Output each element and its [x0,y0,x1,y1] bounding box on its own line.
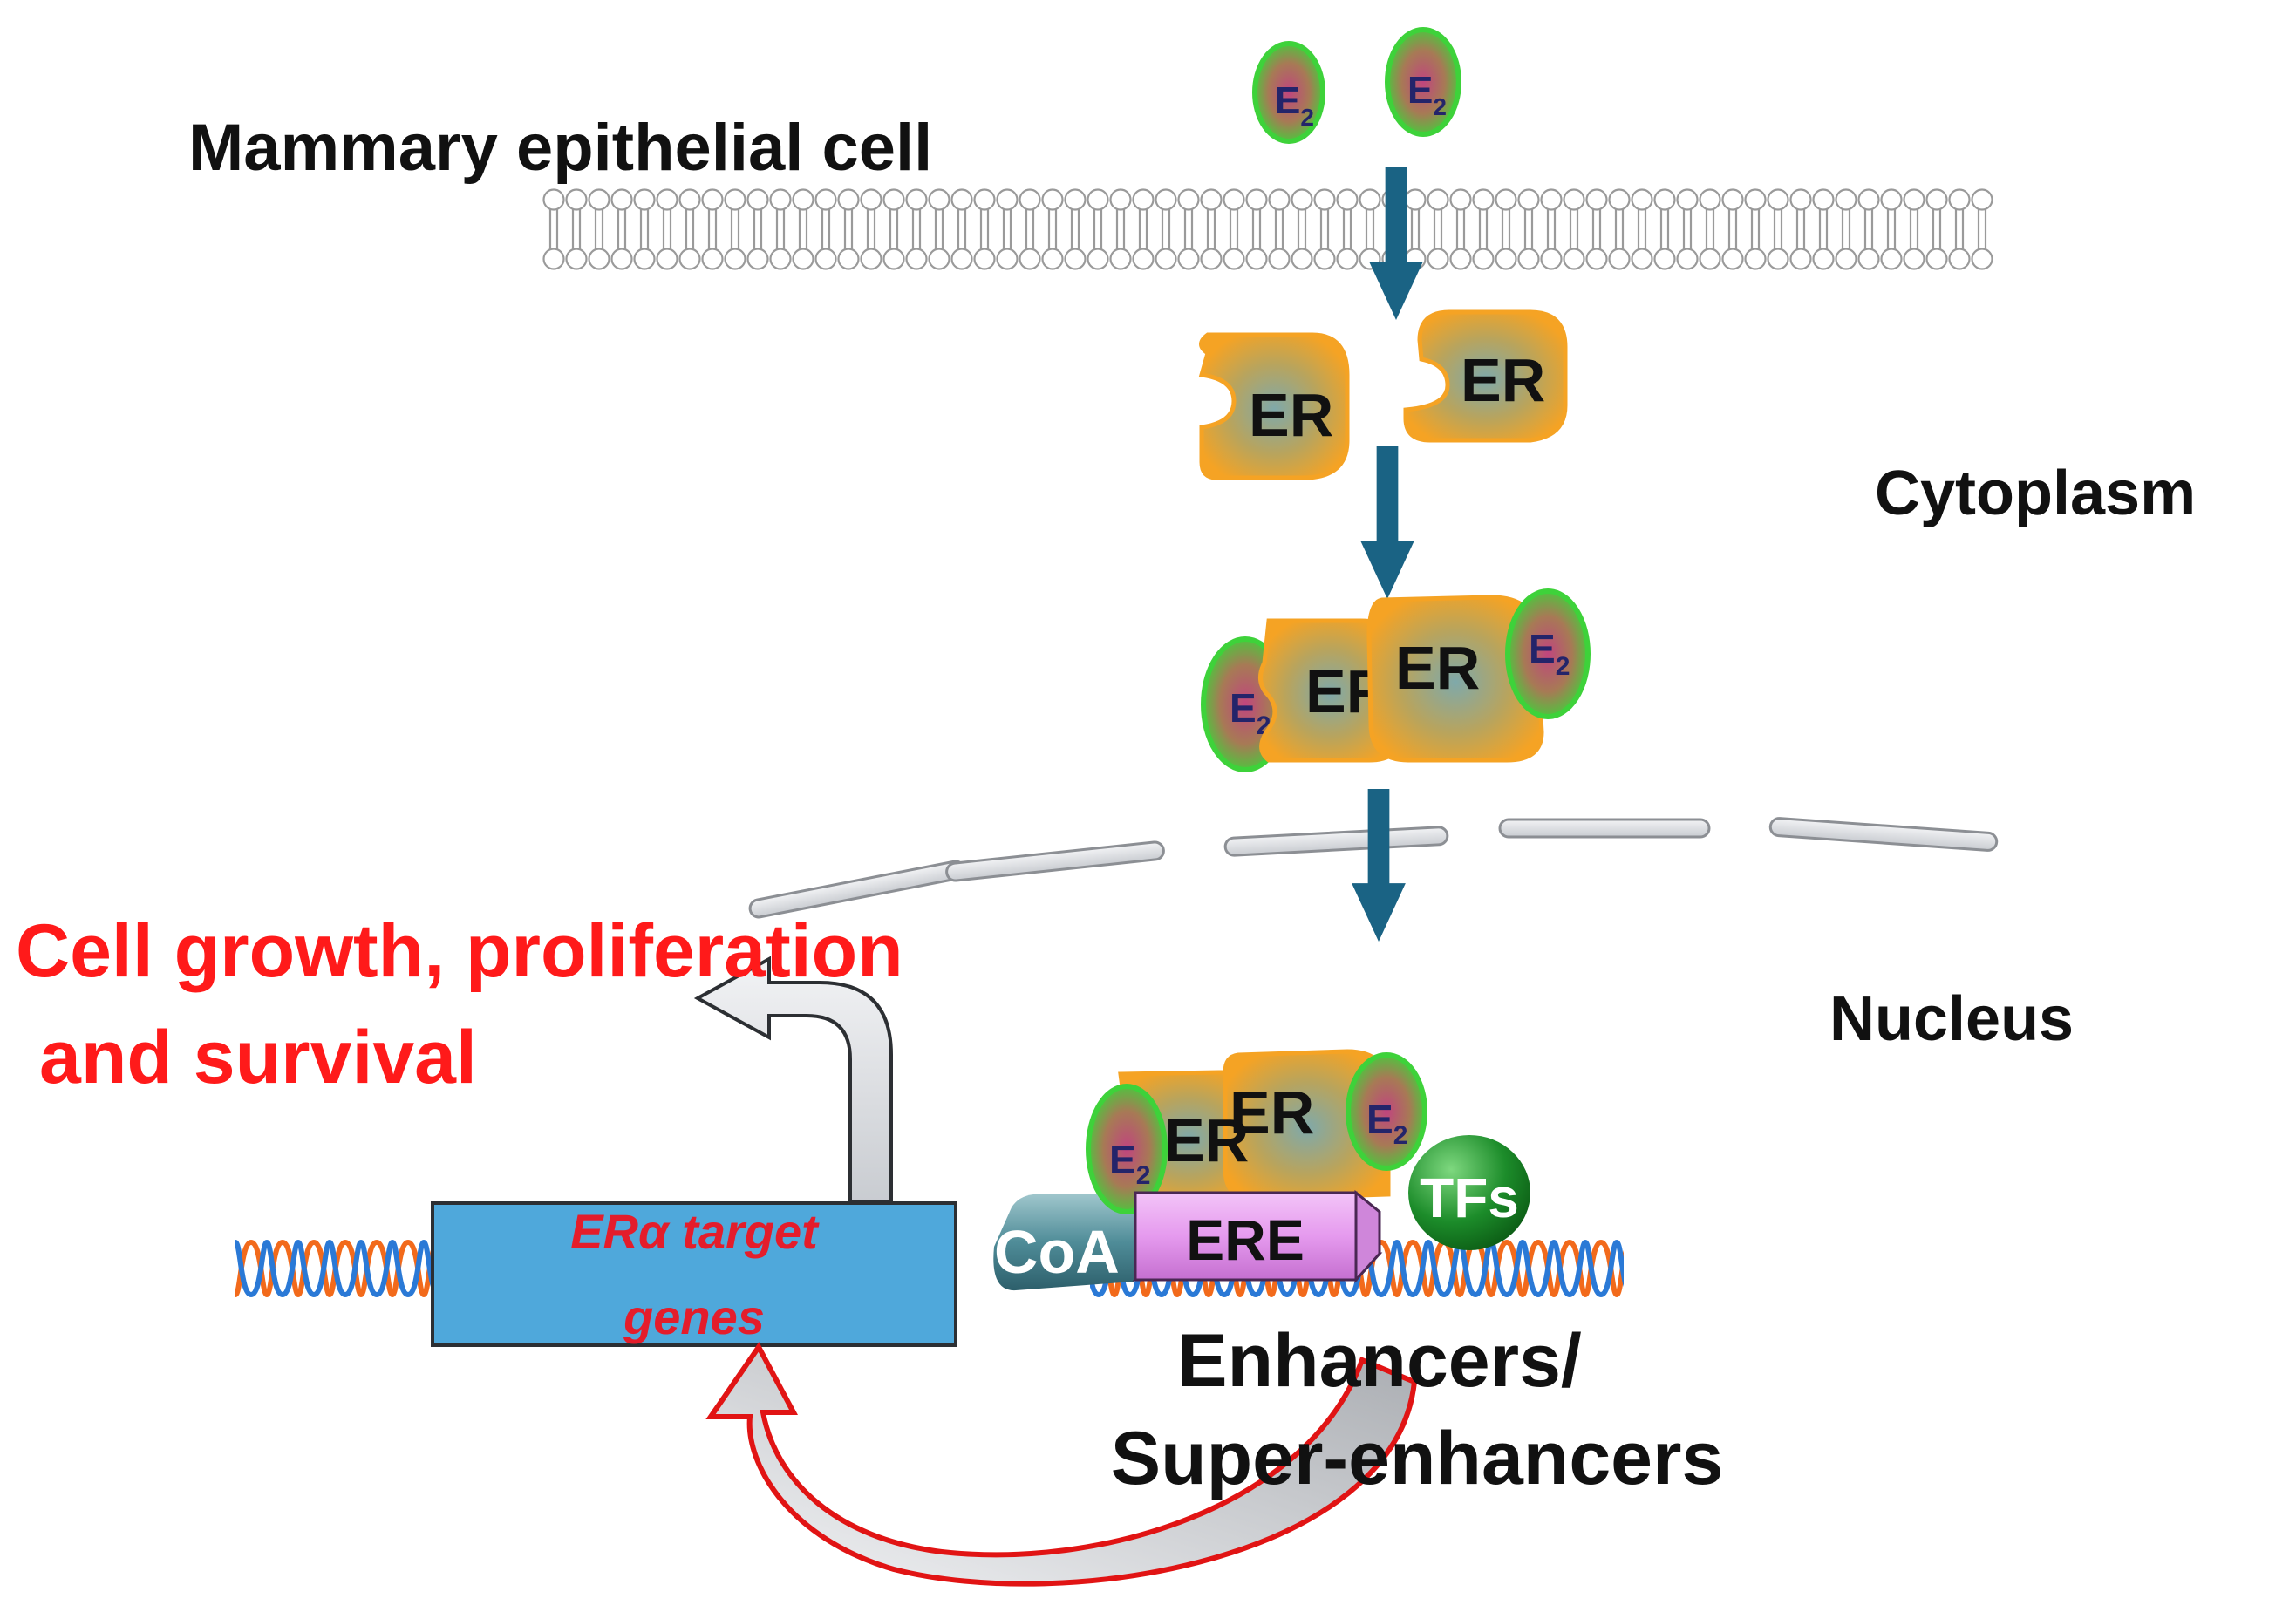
estradiol-ligand: E2 [1385,27,1461,137]
svg-text:E2: E2 [1275,79,1314,131]
target-genes-box [431,1201,957,1347]
cell-type-label: Mammary epithelial cell [188,111,932,185]
estrogen-receptor: ER [1403,309,1568,443]
transcription-factors: TFs [1408,1135,1530,1250]
dna-helix-left [235,1229,436,1308]
nuclear-envelope [748,817,1999,919]
svg-text:ERE: ERE [1186,1207,1305,1272]
arrow-to-nucleus [1352,789,1406,942]
er-dimer-dna-bound: E2 ER ER E2 [1086,1049,1427,1214]
svg-text:ER: ER [1461,346,1545,414]
target-genes-label-line2: genes [623,1289,765,1344]
estradiol-ligand: E2 [1505,588,1591,719]
estradiol-ligand: E2 [1346,1052,1427,1171]
enhancers-label-line2: Super-enhancers [1111,1417,1724,1500]
svg-text:CoA: CoA [994,1218,1120,1286]
estrogen-response-element: ERE [1132,1189,1383,1283]
transcription-arrow [693,956,893,1203]
estradiol-ligand: E2 [1252,41,1325,144]
enhancers-label-line1: Enhancers/ [1177,1319,1582,1403]
coactivator [993,1194,1134,1291]
svg-text:ER: ER [1164,1106,1249,1174]
svg-text:E2: E2 [1407,69,1447,120]
arrow-receptor-dimerization [1360,446,1414,599]
svg-text:ER: ER [1249,381,1333,449]
svg-text:E2: E2 [1109,1137,1150,1190]
svg-text:E2: E2 [1366,1097,1407,1150]
outcome-label-line1: Cell growth, proliferation [16,909,903,993]
svg-text:ER: ER [1395,634,1480,702]
enhancer-feedback-arrow [705,1342,1418,1587]
enhancer-complex: CoA E2 ER ER E2 TFs ERE [993,1049,1530,1291]
svg-text:ER: ER [1230,1078,1314,1146]
svg-text:TFs: TFs [1420,1166,1519,1229]
outcome-label-line2: and survival [39,1016,477,1099]
target-genes-label-line1: ERα target [570,1204,820,1259]
cytoplasm-label: Cytoplasm [1875,459,2196,528]
svg-text:E2: E2 [1529,626,1570,681]
cell-membrane [542,187,1993,272]
estrogen-receptor: ER [1198,332,1350,480]
estradiol-ligand: E2 [1086,1084,1168,1214]
nucleus-label: Nucleus [1829,984,2074,1054]
er-dimer-bound: E2 ER ER E2 [1201,588,1591,772]
